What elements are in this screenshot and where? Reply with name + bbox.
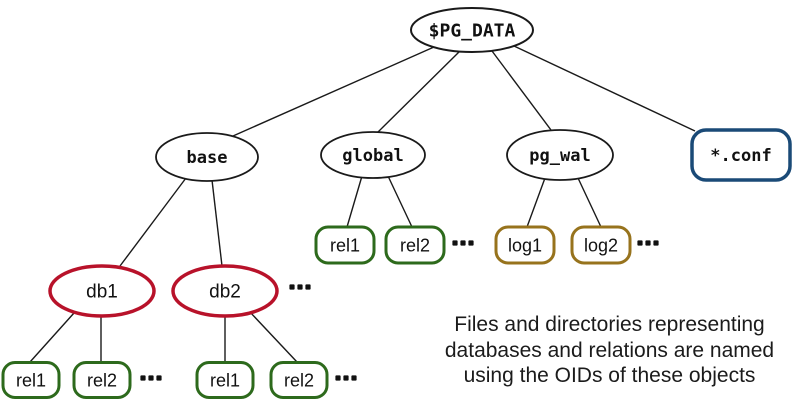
- node-global-rel2: rel2: [384, 225, 446, 265]
- ellipsis-dot: [653, 240, 659, 246]
- db2-rel2-label: rel2: [284, 370, 314, 390]
- pg-data-shape: [410, 7, 534, 53]
- node-global-rel1: rel1: [314, 225, 376, 265]
- node-pg-wal: pg_wal: [506, 129, 614, 181]
- ellipsis-dot: [460, 240, 466, 246]
- db2-shape: [171, 264, 279, 318]
- global-label: global: [342, 146, 403, 166]
- db1-rel2-label: rel2: [87, 370, 117, 390]
- ellipsis-dot: [343, 375, 349, 381]
- global-rel2-label: rel2: [400, 235, 430, 255]
- db1-label: db1: [86, 282, 118, 303]
- dots-after-db1-rel2: [140, 375, 162, 381]
- ellipsis-dot: [452, 240, 458, 246]
- db2-rel1-shape: [195, 361, 255, 399]
- db2-label: db2: [209, 282, 241, 303]
- ellipsis-dot: [351, 375, 357, 381]
- edge-pg-data-to-base: [232, 46, 435, 137]
- dots-after-db2: [289, 284, 311, 290]
- node-pg-data: $PG_DATA: [410, 7, 534, 53]
- node-base: base: [155, 132, 259, 182]
- edge-db1-to-db1-rel1: [29, 312, 75, 363]
- edge-global-to-global-rel1: [346, 175, 363, 228]
- edge-db2-to-db2-rel2: [248, 310, 298, 363]
- db1-rel1-label: rel1: [16, 370, 46, 390]
- db1-shape: [48, 264, 156, 318]
- global-rel2-shape: [384, 225, 446, 265]
- node-db1-rel2: rel2: [72, 361, 132, 399]
- edge-global-to-global-rel2: [387, 175, 413, 228]
- node-db2: db2: [171, 264, 279, 318]
- node-db2-rel2: rel2: [269, 361, 329, 399]
- ellipsis-dot: [297, 284, 303, 290]
- base-label: base: [187, 148, 228, 168]
- pgwal-log2-shape: [570, 225, 632, 265]
- pg-wal-shape: [506, 129, 614, 181]
- conf-label: *.conf: [710, 146, 771, 166]
- node-pgwal-log2: log2: [570, 225, 632, 265]
- db2-rel2-shape: [269, 361, 329, 399]
- dots-after-db2-rel2: [335, 375, 357, 381]
- base-shape: [155, 132, 259, 182]
- node-db1: db1: [48, 264, 156, 318]
- db1-rel1-shape: [1, 361, 61, 399]
- global-rel1-label: rel1: [330, 235, 360, 255]
- pgwal-log2-label: log2: [584, 235, 618, 255]
- db1-rel2-shape: [72, 361, 132, 399]
- edge-pg-wal-to-pgwal-log2: [577, 177, 602, 228]
- edge-pg-data-to-conf: [513, 45, 696, 132]
- ellipsis-dot: [645, 240, 651, 246]
- node-global: global: [320, 131, 426, 179]
- ellipsis-dot: [156, 375, 162, 381]
- pgwal-log1-label: log1: [508, 235, 542, 255]
- ellipsis-dot: [289, 284, 295, 290]
- node-conf: *.conf: [690, 128, 792, 182]
- node-pgwal-log1: log1: [494, 225, 556, 265]
- pg-data-label: $PG_DATA: [429, 20, 516, 41]
- caption-text: Files and directories representing datab…: [444, 313, 775, 387]
- ellipsis-dot: [305, 284, 311, 290]
- ellipsis-dot: [335, 375, 341, 381]
- dots-after-log2: [637, 240, 659, 246]
- pgwal-log1-shape: [494, 225, 556, 265]
- ellipsis-dot: [140, 375, 146, 381]
- edge-base-to-db1: [119, 177, 187, 267]
- pg-wal-label: pg_wal: [529, 146, 590, 166]
- conf-shape: [690, 128, 792, 182]
- node-db1-rel1: rel1: [1, 361, 61, 399]
- ellipsis-dot: [637, 240, 643, 246]
- edge-pg-data-to-pg-wal: [491, 50, 552, 131]
- global-rel1-shape: [314, 225, 376, 265]
- db2-rel1-label: rel1: [210, 370, 240, 390]
- global-shape: [320, 131, 426, 179]
- node-db2-rel1: rel1: [195, 361, 255, 399]
- edge-base-to-db2: [211, 179, 223, 267]
- ellipsis-dot: [468, 240, 474, 246]
- dots-after-global-rel2: [452, 240, 474, 246]
- edge-pg-data-to-global: [377, 50, 461, 133]
- edge-pg-wal-to-pgwal-log1: [526, 177, 546, 228]
- ellipsis-dot: [148, 375, 154, 381]
